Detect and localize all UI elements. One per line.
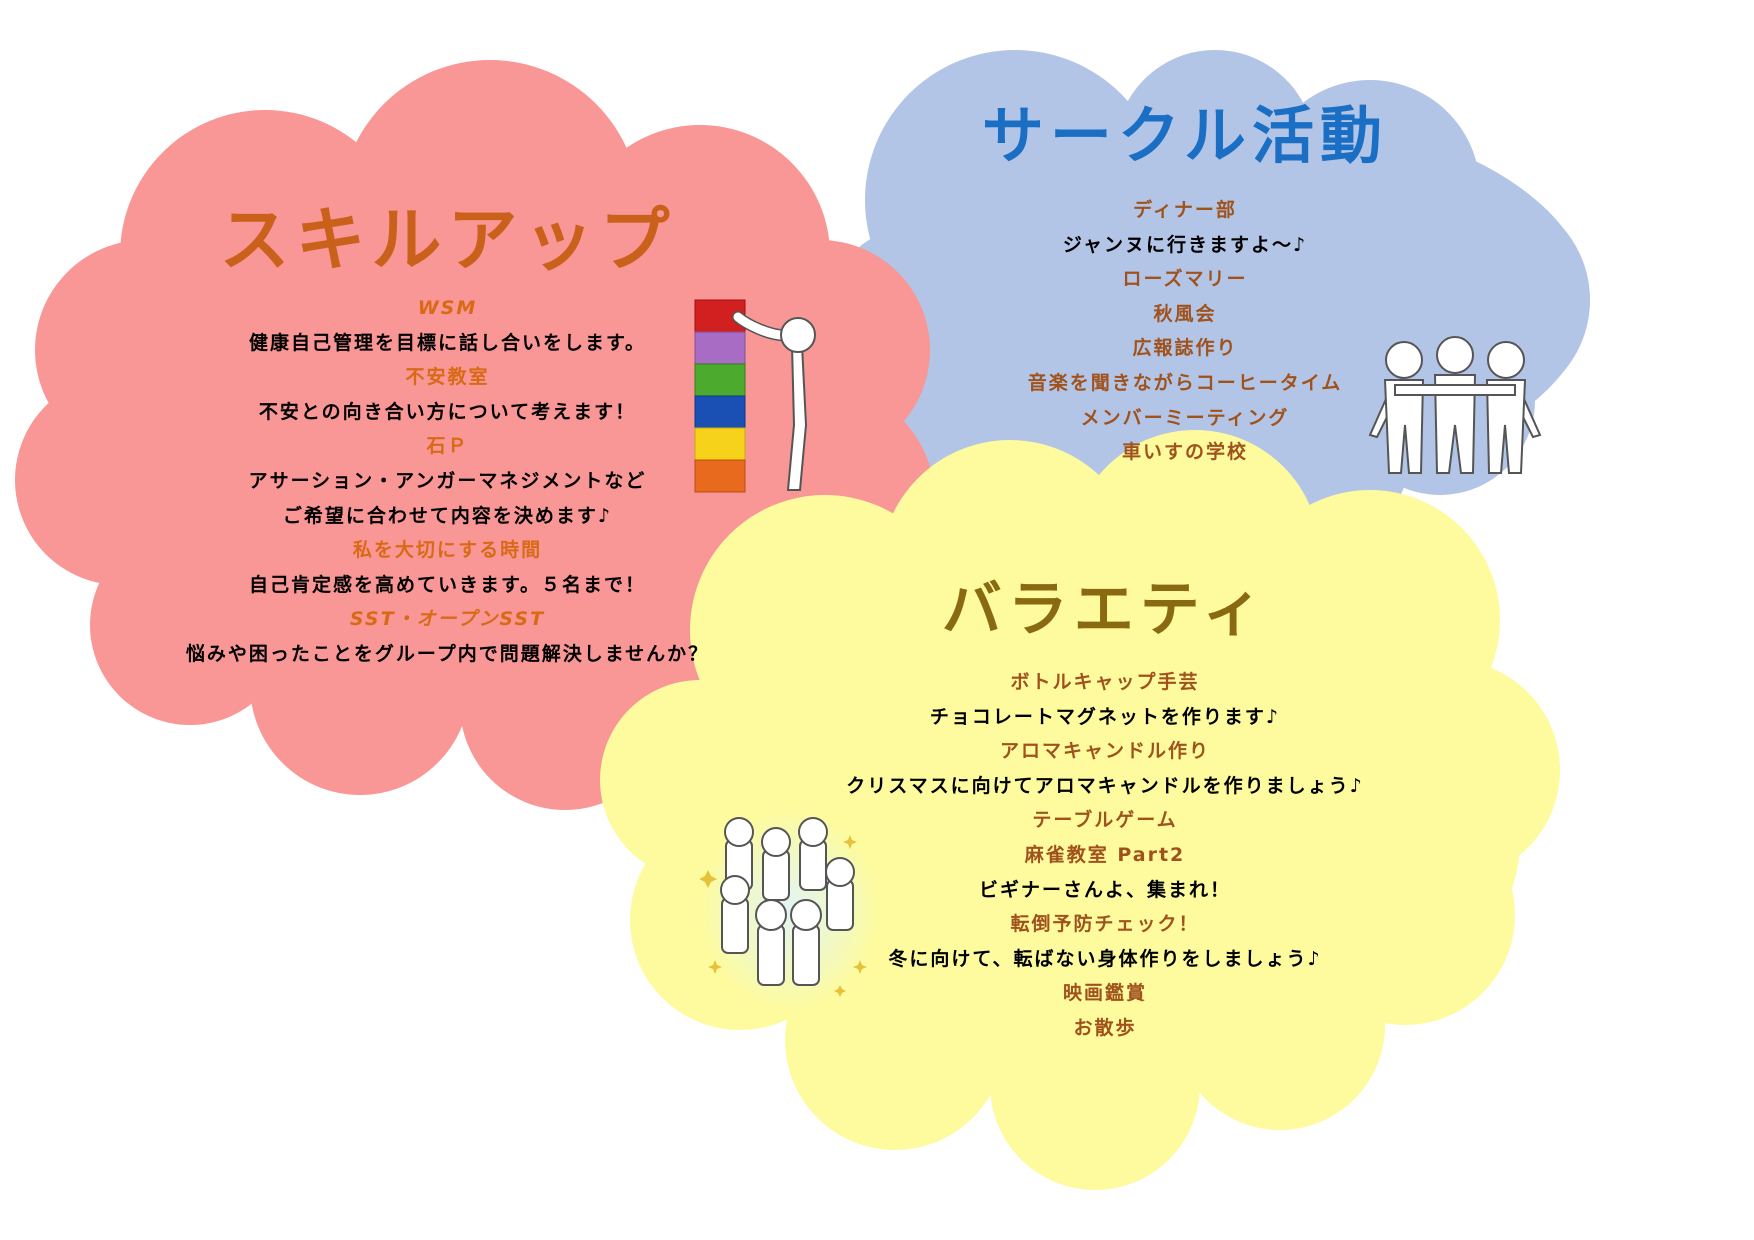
list-item: ジャンヌに行きますよ～♪ [1062,233,1308,256]
skillup-list: WSM 健康自己管理を目標に話し合いをします。 不安教室 不安との向き合い方につ… [150,291,745,672]
list-item: 石Ｐ [426,435,469,458]
list-item: ディナー部 [1133,199,1237,221]
group-of-people-icon [700,810,880,1010]
skillup-panel: スキルアップ WSM 健康自己管理を目標に話し合いをします。 不安教室 不安との… [150,205,745,672]
list-item: 映画鑑賞 [1062,982,1147,1005]
list-item: メンバーミーティング [1080,406,1290,429]
skillup-title: スキルアップ [219,199,676,281]
list-item: お散歩 [1073,1016,1137,1039]
circle-list: ディナー部 ジャンヌに行きますよ～♪ ローズマリー 秋風会 広報誌作り 音楽を聞… [910,193,1460,470]
list-item: クリスマスに向けてアロマキャンドルを作りましょう♪ [846,774,1364,797]
variety-panel: バラエティ ボトルキャップ手芸 チョコレートマグネットを作ります♪ アロマキャン… [820,580,1390,1046]
list-item: 音楽を聞きながらコーヒータイム [1027,371,1343,394]
person-stacking-blocks-icon [694,299,816,493]
list-item: ご希望に合わせて内容を決めます♪ [282,504,613,527]
list-item: ローズマリー [1122,268,1248,291]
list-item: 不安との向き合い方について考えます！ [258,400,637,423]
list-item: 悩みや困ったことをグループ内で問題解決しませんか？ [185,642,710,665]
list-item: 自己肯定感を高めていきます。５名まで！ [248,573,647,596]
list-item: 麻雀教室 Part2 [1024,843,1186,866]
list-item: 健康自己管理を目標に話し合いをします。 [248,331,647,354]
list-item: アサーション・アンガーマネジメントなど [248,469,647,492]
list-item: アロマキャンドル作り [999,740,1210,763]
list-item: ビギナーさんよ、集まれ！ [978,878,1231,901]
list-item: 転倒予防チェック！ [1010,913,1200,936]
yellow-cloud [600,430,1560,1190]
circle-panel: サークル活動 ディナー部 ジャンヌに行きますよ～♪ ローズマリー 秋風会 広報誌… [910,105,1460,470]
list-item: SST・オープンSST [349,608,546,631]
list-item: 車いすの学校 [1121,441,1248,464]
three-people-arm-in-arm-icon [1368,336,1542,474]
circle-title: サークル活動 [981,99,1389,172]
list-item: 広報誌作り [1132,337,1238,360]
list-item: 私を大切にする時間 [352,539,543,562]
variety-title: バラエティ [941,575,1269,645]
list-item: 冬に向けて、転ばない身体作りをしましょう♪ [888,947,1322,970]
variety-list: ボトルキャップ手芸 チョコレートマグネットを作ります♪ アロマキャンドル作り ク… [820,665,1390,1046]
list-item: WSM [417,297,478,319]
list-item: テーブルゲーム [1032,809,1178,832]
list-item: 不安教室 [405,366,490,389]
list-item: 秋風会 [1153,302,1217,325]
list-item: ボトルキャップ手芸 [1010,671,1200,693]
list-item: チョコレートマグネットを作ります♪ [929,705,1281,728]
